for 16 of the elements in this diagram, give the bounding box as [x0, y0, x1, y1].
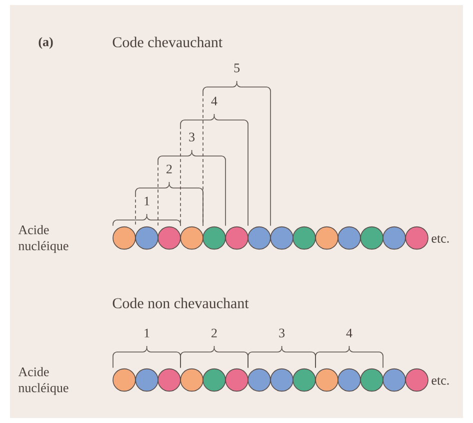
codon-number: 5: [234, 64, 240, 72]
panel-letter: (a): [38, 37, 53, 49]
etc-label: etc.: [432, 235, 449, 243]
codon-number: 3: [279, 328, 285, 338]
etc-label: etc.: [432, 377, 449, 385]
codon-number: 2: [212, 328, 217, 338]
codon-number: 4: [211, 96, 218, 106]
section-heading: Code non chevauchant: [112, 298, 249, 308]
codon-number: 3: [189, 132, 195, 142]
strand-label: Acide nucléique: [18, 367, 68, 395]
codon-number: 4: [346, 328, 352, 338]
codon-number: 1: [144, 196, 150, 206]
codon-number: 1: [144, 328, 150, 338]
codon-number: 2: [166, 164, 172, 174]
strand-label: Acide nucléique: [18, 225, 68, 253]
section-heading: Code chevauchant: [112, 36, 222, 48]
